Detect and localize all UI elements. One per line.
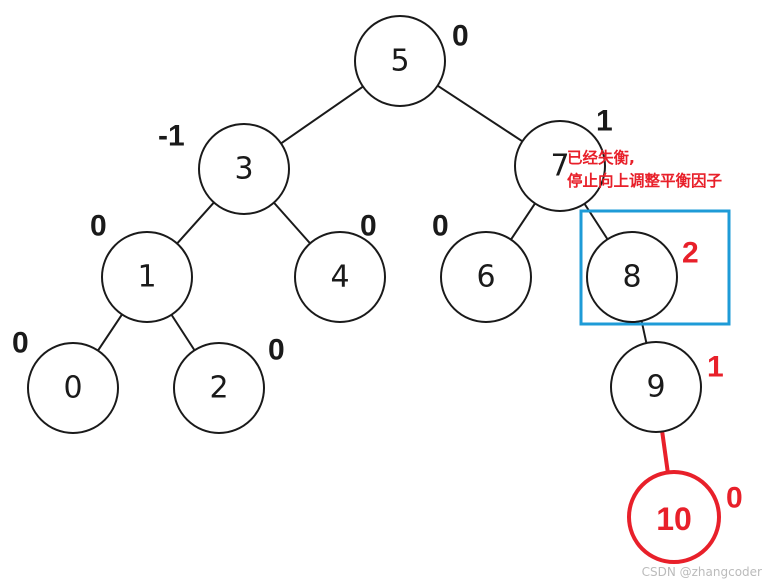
node-circle bbox=[173, 342, 265, 434]
node-value: 9 bbox=[646, 370, 665, 405]
balance-factor-7: 1 bbox=[596, 105, 613, 138]
tree-node-3: 3 bbox=[198, 123, 290, 215]
node-circle bbox=[610, 341, 702, 433]
tree-node-10: 10 bbox=[627, 470, 721, 564]
balance-factor-3: -1 bbox=[158, 120, 185, 153]
node-value: 4 bbox=[330, 260, 349, 295]
edge-n7-n8 bbox=[583, 203, 609, 240]
tree-node-4: 4 bbox=[294, 231, 386, 323]
balance-factor-10: 0 bbox=[726, 482, 743, 515]
node-value: 1 bbox=[137, 260, 156, 295]
balance-factor-6: 0 bbox=[432, 210, 449, 243]
node-value: 7 bbox=[550, 149, 569, 184]
tree-node-9: 9 bbox=[610, 341, 702, 433]
edge-n3-n4 bbox=[273, 201, 311, 245]
node-circle bbox=[101, 231, 193, 323]
balance-factor-1: 0 bbox=[90, 210, 107, 243]
tree-node-0: 0 bbox=[27, 342, 119, 434]
edge-n9-n10 bbox=[660, 431, 670, 473]
edge-n7-n6 bbox=[510, 202, 536, 241]
node-circle bbox=[440, 231, 532, 323]
node-circle bbox=[198, 123, 290, 215]
node-circle bbox=[586, 231, 678, 323]
node-circle bbox=[27, 342, 119, 434]
node-value: 0 bbox=[63, 371, 82, 406]
node-value: 3 bbox=[234, 152, 253, 187]
edge-n1-n2 bbox=[170, 314, 196, 351]
edge-n5-n3 bbox=[280, 85, 364, 145]
balance-factor-9: 1 bbox=[707, 351, 724, 384]
balance-factor-4: 0 bbox=[360, 210, 377, 243]
unbalanced-node-frame bbox=[579, 209, 731, 326]
annotation-line-1: 已经失衡, bbox=[567, 148, 635, 167]
balance-factor-8: 2 bbox=[682, 237, 699, 270]
node-value: 6 bbox=[476, 260, 495, 295]
node-circle bbox=[354, 15, 446, 107]
node-circle bbox=[514, 120, 606, 212]
node-value: 10 bbox=[656, 501, 692, 537]
tree-node-2: 2 bbox=[173, 342, 265, 434]
tree-node-1: 1 bbox=[101, 231, 193, 323]
edge-n1-n0 bbox=[97, 313, 123, 352]
node-circle bbox=[294, 231, 386, 323]
edge-n3-n1 bbox=[176, 201, 215, 245]
balance-factor-2: 0 bbox=[268, 334, 285, 367]
tree-node-8: 8 bbox=[586, 231, 678, 323]
tree-node-5: 5 bbox=[354, 15, 446, 107]
node-circle bbox=[627, 470, 721, 564]
tree-node-7: 7 bbox=[514, 120, 606, 212]
balance-factor-0: 0 bbox=[12, 327, 29, 360]
balance-factor-5: 0 bbox=[452, 20, 469, 53]
edge-n5-n7 bbox=[437, 84, 523, 143]
node-value: 8 bbox=[622, 260, 641, 295]
node-value: 5 bbox=[390, 44, 409, 79]
tree-edges bbox=[97, 84, 670, 473]
annotation-line-2: 停止向上调整平衡因子 bbox=[567, 171, 723, 190]
node-value: 2 bbox=[209, 371, 228, 406]
tree-node-6: 6 bbox=[440, 231, 532, 323]
watermark: CSDN @zhangcoder bbox=[642, 565, 762, 579]
